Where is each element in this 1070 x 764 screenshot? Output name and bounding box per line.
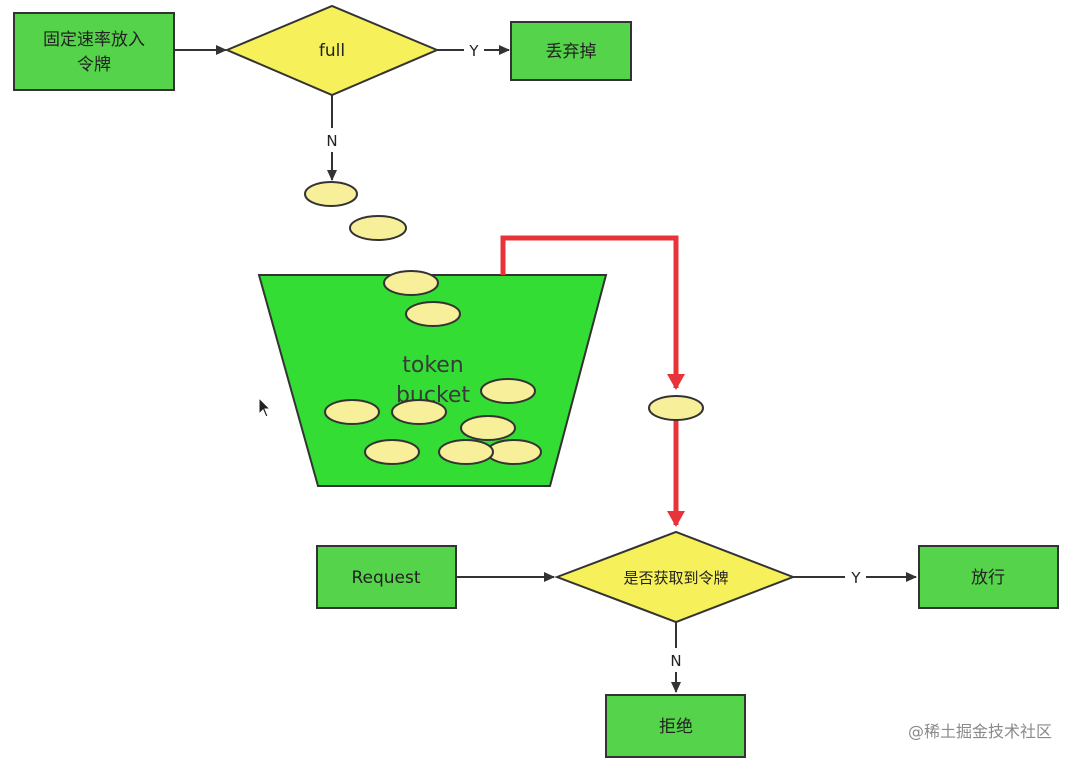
taken-token (648, 395, 704, 421)
discard-box: 丢弃掉 (510, 21, 632, 81)
bucket-token (405, 301, 461, 327)
bucket-label-line1: token (402, 353, 464, 378)
full-decision-label: full (319, 41, 345, 61)
token-path-to-tap (500, 235, 685, 390)
bucket-token (383, 270, 439, 296)
token-decision: 是否获取到令牌 (554, 530, 796, 624)
mouse-cursor-icon (258, 397, 272, 418)
token-yes-label: Y (850, 569, 861, 587)
token-decision-label: 是否获取到令牌 (623, 569, 728, 587)
request-label: Request (351, 568, 420, 588)
falling-token (349, 215, 407, 241)
token-bucket: token bucket (257, 274, 608, 487)
fixed-rate-box: 固定速率放入 令牌 (13, 12, 175, 91)
full-decision: full (224, 4, 440, 97)
full-no-label: N (326, 132, 337, 150)
token-no-label: N (670, 652, 681, 670)
allow-box: 放行 (918, 545, 1059, 609)
reject-box: 拒绝 (605, 694, 746, 758)
bucket-token (324, 399, 380, 425)
reject-label: 拒绝 (659, 717, 693, 737)
bucket-token (460, 415, 516, 441)
bucket-token (391, 399, 447, 425)
bucket-token (364, 439, 420, 465)
bucket-token (438, 439, 494, 465)
fixed-rate-label-line2: 令牌 (77, 55, 111, 75)
watermark: @稀土掘金技术社区 (907, 722, 1052, 741)
bucket-token (486, 439, 542, 465)
discard-label: 丢弃掉 (546, 42, 597, 62)
request-box: Request (316, 545, 457, 609)
falling-token (304, 181, 358, 207)
full-yes-label: Y (468, 42, 479, 60)
bucket-token (480, 378, 536, 404)
fixed-rate-label-line1: 固定速率放入 (43, 30, 145, 50)
allow-label: 放行 (971, 568, 1005, 588)
